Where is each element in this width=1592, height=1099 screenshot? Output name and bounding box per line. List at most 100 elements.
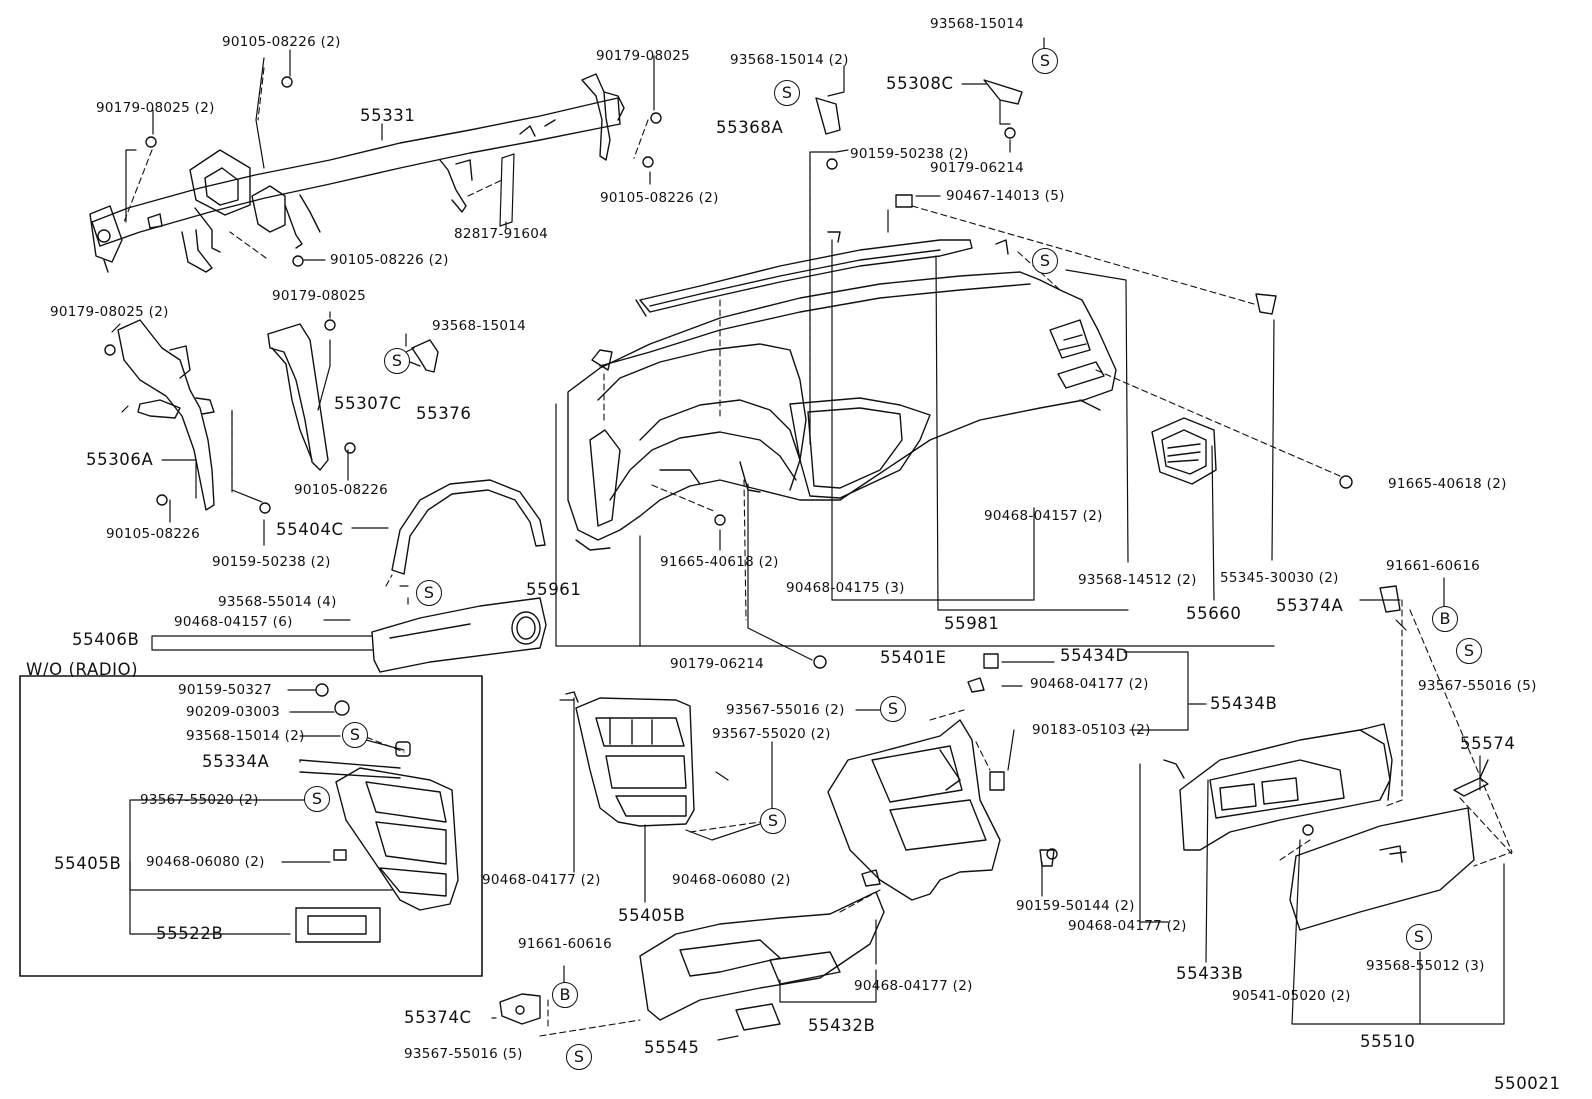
cluster-finish-drawing: [391, 479, 546, 575]
part-label: 93568-55014 (4): [218, 594, 337, 610]
part-label: 93568-15014 (2): [730, 52, 849, 68]
part-label: 55433B: [1176, 964, 1244, 983]
part-label: 55434D: [1060, 646, 1129, 665]
part-label: 55374A: [1276, 596, 1344, 615]
part-label: 90467-14013 (5): [946, 188, 1065, 204]
part-label: 55406B: [72, 630, 140, 649]
part-label: 90105-08226 (2): [222, 34, 341, 50]
part-label: 90179-08025: [596, 48, 691, 64]
part-label: 90179-06214: [670, 656, 765, 672]
part-label: 93567-55020 (2): [140, 792, 259, 808]
part-label: 90468-04177 (2): [482, 872, 601, 888]
part-label: 91661-60616: [518, 936, 613, 952]
part-label: 55308C: [886, 74, 954, 93]
part-label: 93568-15014 (2): [186, 728, 305, 744]
part-label: 91661-60616: [1386, 558, 1481, 574]
part-label: 90468-04157 (6): [174, 614, 293, 630]
section-title: W/O (RADIO): [26, 660, 139, 679]
part-label: 90179-08025: [272, 288, 367, 304]
s-symbol: S: [384, 348, 410, 374]
part-label: 91665-40618 (2): [660, 554, 779, 570]
part-label: 90468-04177 (2): [854, 978, 973, 994]
part-label: 93568-15014: [432, 318, 527, 334]
part-label: 55376: [416, 404, 472, 423]
part-label: 90105-08226: [106, 526, 201, 542]
part-label: 90179-06214: [930, 160, 1025, 176]
part-label: 55432B: [808, 1016, 876, 1035]
lower-panel-drawing: [371, 597, 547, 673]
s-symbol: S: [1032, 48, 1058, 74]
part-label: 90179-08025 (2): [96, 100, 215, 116]
instrument-panel-drawing: [567, 271, 1117, 551]
part-label: 90105-08226 (2): [600, 190, 719, 206]
b-symbol: B: [1432, 606, 1458, 632]
diagram-code: 550021: [1494, 1074, 1561, 1093]
part-label: 55574: [1460, 734, 1516, 753]
fastener-glyphs: [104, 76, 1401, 860]
part-label: 55510: [1360, 1032, 1416, 1051]
part-label: 90468-04175 (3): [786, 580, 905, 596]
part-label: 90179-08025 (2): [50, 304, 169, 320]
part-label: 55368A: [716, 118, 784, 137]
part-label: 55334A: [202, 752, 270, 771]
part-label: 90468-04177 (2): [1068, 918, 1187, 934]
part-label: 90468-04177 (2): [1030, 676, 1149, 692]
radio-section-drawing: [19, 675, 483, 977]
dashed-alignment-lines: [123, 67, 1513, 1037]
part-label: 93567-55020 (2): [712, 726, 831, 742]
part-label: 55981: [944, 614, 1000, 633]
part-label: 55345-30030 (2): [1220, 570, 1339, 586]
reinforcement-beam-drawing: [89, 73, 625, 273]
s-symbol: S: [304, 786, 330, 812]
part-label: 91665-40618 (2): [1388, 476, 1507, 492]
part-label: 93567-55016 (2): [726, 702, 845, 718]
part-label: 90159-50238 (2): [850, 146, 969, 162]
part-label: 90105-08226 (2): [330, 252, 449, 268]
s-symbol: S: [774, 80, 800, 106]
leader-lines: [111, 37, 1505, 1041]
center-lower-box-drawing: [827, 653, 1005, 901]
s-symbol: S: [1032, 248, 1058, 274]
part-label: 93568-15014: [930, 16, 1025, 32]
part-label: 55331: [360, 106, 416, 125]
part-label: 55660: [1186, 604, 1242, 623]
part-label: 55405B: [54, 854, 122, 873]
s-symbol: S: [1456, 638, 1482, 664]
brace-drawings: [117, 319, 439, 511]
part-label: 55306A: [86, 450, 154, 469]
part-label: 93568-14512 (2): [1078, 572, 1197, 588]
part-label: 55401E: [880, 648, 947, 667]
part-label: 90159-50144 (2): [1016, 898, 1135, 914]
part-label: 90468-06080 (2): [672, 872, 791, 888]
part-label: 55374C: [404, 1008, 472, 1027]
glove-box-drawing: [1163, 723, 1489, 931]
part-label: 55404C: [276, 520, 344, 539]
part-label: 55307C: [334, 394, 402, 413]
part-label: 55434B: [1210, 694, 1278, 713]
part-label: 93568-55012 (3): [1366, 958, 1485, 974]
part-label: 55405B: [618, 906, 686, 925]
s-symbol: S: [566, 1044, 592, 1070]
center-cluster-drawing: [565, 691, 695, 827]
part-label: 90159-50238 (2): [212, 554, 331, 570]
s-symbol: S: [760, 808, 786, 834]
part-label: 90468-06080 (2): [146, 854, 265, 870]
defroster-garnish-drawing: [635, 239, 973, 317]
part-label: 55961: [526, 580, 582, 599]
s-symbol: S: [1406, 924, 1432, 950]
part-label: 90541-05020 (2): [1232, 988, 1351, 1004]
part-label: 93567-55016 (5): [404, 1046, 523, 1062]
part-label: 90209-03003: [186, 704, 281, 720]
side-vent-drawing: [1151, 417, 1217, 485]
part-label: 90183-05103 (2): [1032, 722, 1151, 738]
s-symbol: S: [880, 696, 906, 722]
b-symbol: B: [552, 982, 578, 1008]
part-label: 55545: [644, 1038, 700, 1057]
part-label: 90468-04157 (2): [984, 508, 1103, 524]
s-symbol: S: [342, 722, 368, 748]
part-label: 82817-91604: [454, 226, 549, 242]
s-symbol: S: [416, 580, 442, 606]
part-label: 55522B: [156, 924, 224, 943]
part-label: 90159-50327: [178, 682, 273, 698]
